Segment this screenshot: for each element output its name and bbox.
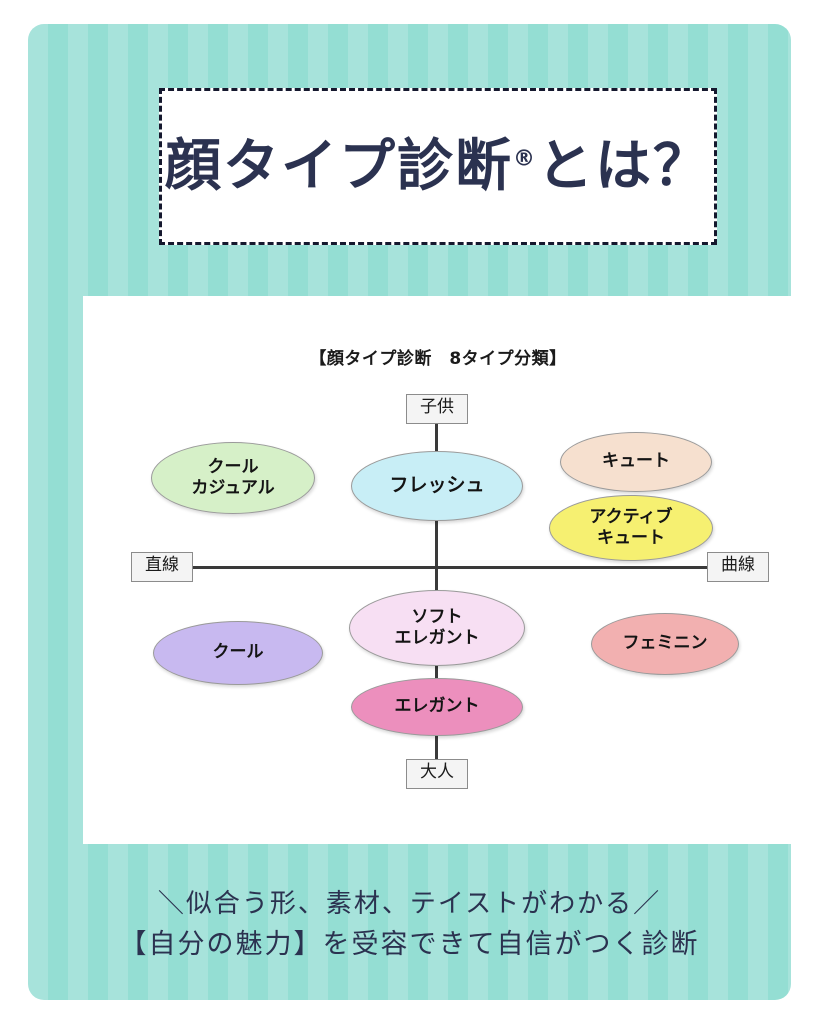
registered-trademark-icon: ® [513, 145, 537, 171]
page-title-main: 顔タイプ診断 [165, 133, 513, 199]
face-type-chart: 子供 大人 直線 曲線 クール カジュアル フレッシュ キュート アクティブ キ… [83, 296, 791, 844]
footer-line-1: ＼似合う形、素材、テイストがわかる／ [157, 889, 662, 919]
diagram-heading: 【顔タイプ診断 8タイプ分類】 [309, 349, 567, 369]
page-title: 顔タイプ診断®とは？ [165, 138, 711, 195]
type-node-fresh: フレッシュ [351, 451, 523, 521]
striped-background-card: 顔タイプ診断®とは？ 【顔タイプ診断 8タイプ分類】 子供 大人 直線 曲線 ク… [28, 24, 791, 1000]
type-node-feminine: フェミニン [591, 613, 739, 675]
diagram-panel: 【顔タイプ診断 8タイプ分類】 子供 大人 直線 曲線 クール カジュアル フレ… [83, 296, 791, 844]
type-node-cute: キュート [560, 432, 712, 492]
horizontal-axis-line [189, 566, 738, 569]
footer-line-2: 【自分の魅力】を受容できて自信がつく診断 [119, 929, 700, 961]
axis-label-child: 子供 [406, 394, 468, 424]
type-node-cool: クール [153, 621, 323, 685]
axis-label-adult: 大人 [406, 759, 468, 789]
title-box: 顔タイプ診断®とは？ [159, 88, 717, 245]
page-title-suffix: とは？ [537, 133, 711, 199]
axis-label-curved: 曲線 [707, 552, 769, 582]
footer-copy: ＼似合う形、素材、テイストがわかる／ 【自分の魅力】を受容できて自信がつく診断 [28, 884, 791, 966]
type-node-elegant: エレガント [351, 678, 523, 736]
type-node-soft-elegant: ソフト エレガント [349, 590, 525, 666]
axis-label-straight: 直線 [131, 552, 193, 582]
type-node-active-cute: アクティブ キュート [549, 495, 713, 561]
type-node-cool-casual: クール カジュアル [151, 442, 315, 514]
